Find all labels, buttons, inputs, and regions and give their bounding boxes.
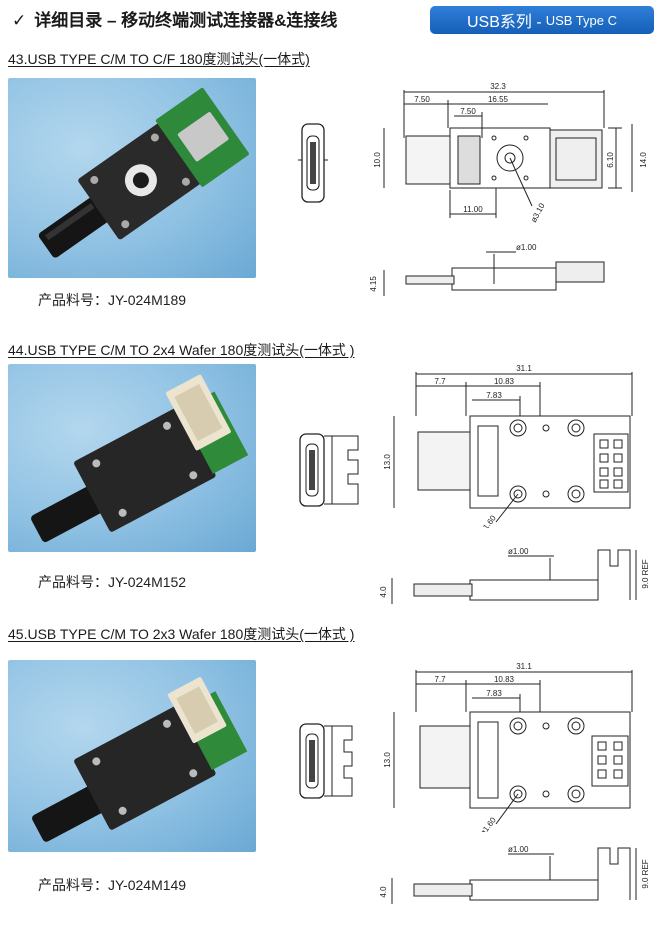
dim-7-50-a: 7.50 <box>414 95 430 104</box>
dim-4-15: 4.15 <box>369 276 378 292</box>
product-43-top-drawing: 32.3 7.50 16.55 7.50 10.0 11.00 6.10 14.… <box>373 82 648 224</box>
dim-9-0-ref: 9.0 REF <box>641 559 650 588</box>
dim-phi-1-00: ø1.00 <box>516 243 537 252</box>
product-44-top-drawing: 31.1 7.7 10.83 7.83 13.0 ø1.60 <box>383 364 633 528</box>
dim-4-0: 4.0 <box>379 586 388 598</box>
connector-photo-illustration <box>38 87 249 258</box>
dim-14-0: 14.0 <box>639 152 648 168</box>
product-45-end-view <box>299 723 353 799</box>
product-45-top-drawing: 31.1 7.7 10.83 7.83 13.0 ø1.60 <box>383 662 633 832</box>
product-43-title: 43.USB TYPE C/M TO C/F 180度测试头(一体式) <box>8 51 310 67</box>
product-44-photo <box>8 364 256 552</box>
dim-phi-1-00: ø1.00 <box>508 547 529 556</box>
dim-7-7: 7.7 <box>434 675 446 684</box>
dim-7-7: 7.7 <box>434 377 446 386</box>
product-45-title: 45.USB TYPE C/M TO 2x3 Wafer 180度测试头(一体式… <box>8 626 355 642</box>
product-44-part-no: 产品料号：JY-024M152 <box>38 574 187 590</box>
product-45-side-drawing: ø1.00 4.0 9.0 REF <box>379 845 650 904</box>
dim-11-00: 11.00 <box>463 205 483 214</box>
connector-photo-illustration <box>31 374 249 543</box>
connector-photo-illustration <box>32 677 248 842</box>
dim-31-1: 31.1 <box>516 662 532 671</box>
dim-13-0: 13.0 <box>383 454 392 470</box>
product-43-side-drawing: ø1.00 4.15 <box>369 243 605 296</box>
dim-10-83: 10.83 <box>494 377 515 386</box>
catalog-title: 详细目录 – 移动终端测试连接器&连接线 <box>34 11 338 30</box>
dim-6-10: 6.10 <box>606 152 615 168</box>
dim-phi-1-60: ø1.60 <box>478 815 498 832</box>
product-43-photo <box>8 78 256 278</box>
badge-sub: USB Type C <box>545 12 617 28</box>
badge-main: USB系列 - <box>467 14 542 31</box>
dim-4-0: 4.0 <box>379 886 388 898</box>
dim-32-3: 32.3 <box>490 82 506 91</box>
product-43-part-no: 产品料号：JY-024M189 <box>38 292 187 308</box>
dim-7-83: 7.83 <box>486 689 502 698</box>
product-45-photo <box>8 660 256 852</box>
dim-9-0-ref: 9.0 REF <box>641 859 650 888</box>
product-44-side-drawing: ø1.00 4.0 9.0 REF <box>379 547 650 604</box>
product-44-end-view <box>299 433 359 507</box>
dim-7-50-b: 7.50 <box>460 107 476 116</box>
dim-phi-1-60: ø1.60 <box>478 513 498 528</box>
dim-16-55: 16.55 <box>488 95 509 104</box>
product-43-end-view <box>298 123 328 203</box>
product-45-part-no: 产品料号：JY-024M149 <box>38 877 187 893</box>
series-badge: USB系列 -USB Type C <box>430 6 654 34</box>
dim-phi-1-00: ø1.00 <box>508 845 529 854</box>
page-header: ✓ 详细目录 – 移动终端测试连接器&连接线 <box>12 6 337 31</box>
dim-10-83: 10.83 <box>494 675 515 684</box>
dim-31-1: 31.1 <box>516 364 532 373</box>
dim-10-0: 10.0 <box>373 152 382 168</box>
dim-13-0: 13.0 <box>383 752 392 768</box>
dim-7-83: 7.83 <box>486 391 502 400</box>
check-icon: ✓ <box>12 11 27 30</box>
product-44-title: 44.USB TYPE C/M TO 2x4 Wafer 180度测试头(一体式… <box>8 342 355 358</box>
